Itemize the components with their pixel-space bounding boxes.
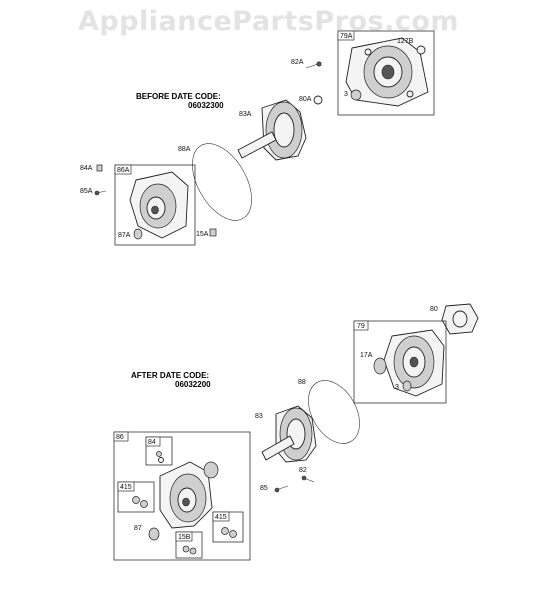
part-415-fitting-a[interactable]	[132, 496, 148, 508]
part-86A-cover[interactable]	[129, 171, 189, 239]
part-85A-screw[interactable]	[94, 190, 107, 196]
label-86A: 86A	[117, 167, 130, 174]
part-80-gasket[interactable]	[441, 303, 479, 335]
part-17A-bearing[interactable]	[373, 357, 387, 375]
label-80: 80	[430, 306, 438, 313]
label-82A: 82A	[291, 59, 304, 66]
part-15B-fitting[interactable]	[182, 545, 197, 555]
label-85A: 85A	[80, 188, 93, 195]
part-86-group-box	[113, 431, 251, 561]
part-83A-rotor[interactable]	[237, 99, 307, 161]
label-82: 82	[299, 467, 307, 474]
part-3-seal-before[interactable]	[350, 89, 362, 101]
part-3-seal-after[interactable]	[402, 380, 412, 392]
label-85: 85	[260, 485, 268, 492]
part-86-cover[interactable]	[159, 461, 213, 529]
part-84-plug[interactable]	[156, 451, 164, 463]
part-87A-bearing[interactable]	[133, 228, 143, 240]
label-127B: 127B	[397, 38, 414, 45]
label-83A: 83A	[239, 111, 252, 118]
part-86A-group-box	[114, 164, 196, 246]
part-80A-washer[interactable]	[313, 95, 323, 105]
label-3-after: 3	[395, 384, 399, 391]
before-header-line2: 06032300	[188, 101, 224, 110]
part-415-fitting-b[interactable]	[221, 527, 237, 538]
label-86: 86	[116, 434, 124, 441]
part-79-housing[interactable]	[383, 329, 445, 397]
label-79: 79	[357, 323, 365, 330]
label-15A: 15A	[196, 231, 209, 238]
part-415-subgroup-a	[117, 481, 155, 513]
part-86-seal[interactable]	[203, 461, 219, 479]
before-header-line1: BEFORE DATE CODE:	[136, 92, 221, 101]
label-15B: 15B	[178, 534, 191, 541]
part-88-oring[interactable]	[298, 372, 370, 453]
part-82A-screw[interactable]	[305, 61, 322, 69]
label-84A: 84A	[80, 165, 93, 172]
label-88A: 88A	[178, 146, 191, 153]
part-79-group-box	[353, 320, 447, 404]
label-17A: 17A	[360, 352, 373, 359]
label-84: 84	[148, 439, 156, 446]
part-84A-plug[interactable]	[96, 164, 103, 172]
site-watermark: AppliancePartsPros.com	[77, 6, 460, 37]
label-87A: 87A	[118, 232, 131, 239]
label-415-a: 415	[120, 484, 132, 491]
part-85-screw[interactable]	[274, 485, 289, 493]
part-82-screw[interactable]	[301, 475, 315, 483]
label-3-before: 3	[344, 91, 348, 98]
label-83: 83	[255, 413, 263, 420]
label-79A: 79A	[340, 33, 353, 40]
part-87-bearing[interactable]	[148, 527, 160, 541]
label-415-b: 415	[215, 514, 227, 521]
part-127B-seal[interactable]	[416, 45, 426, 55]
part-79A-housing[interactable]	[337, 30, 435, 116]
part-83-rotor[interactable]	[261, 405, 317, 463]
label-88: 88	[298, 379, 306, 386]
label-87: 87	[134, 525, 142, 532]
part-88A-oring[interactable]	[180, 134, 264, 231]
after-header-line2: 06032200	[175, 380, 211, 389]
after-header-line1: AFTER DATE CODE:	[131, 371, 209, 380]
part-15A-fitting[interactable]	[209, 228, 217, 237]
label-80A: 80A	[299, 96, 312, 103]
